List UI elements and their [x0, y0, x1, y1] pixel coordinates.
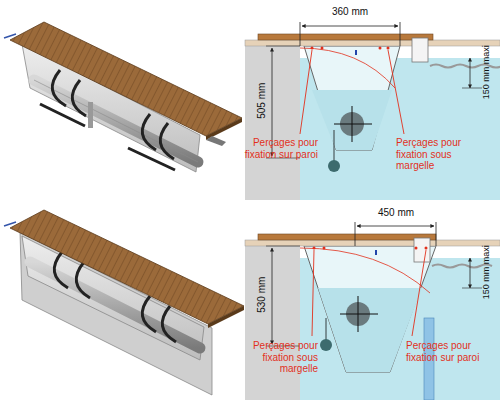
- dimension-label: 450 mm: [366, 207, 426, 219]
- dimension-label: 530 mm: [256, 267, 268, 323]
- drilling-note: Perçages pour fixation sous margelle: [396, 137, 492, 172]
- section-top: [245, 22, 500, 200]
- drilling-note: Perçages pour fixation sur paroi: [232, 137, 318, 160]
- dimension-label: 150 mm maxi: [481, 34, 491, 110]
- dimension-label: 505 mm: [256, 73, 268, 129]
- dimension-label: 360 mm: [320, 6, 380, 18]
- dimension-label: 150 mm maxi: [481, 234, 491, 310]
- drilling-note: Perçages pour fixation sur paroi: [406, 340, 492, 363]
- drilling-note: Perçages pour fixation sous margelle: [222, 340, 318, 375]
- bench-render-top: [4, 22, 242, 172]
- bench-render-bottom: [4, 210, 244, 395]
